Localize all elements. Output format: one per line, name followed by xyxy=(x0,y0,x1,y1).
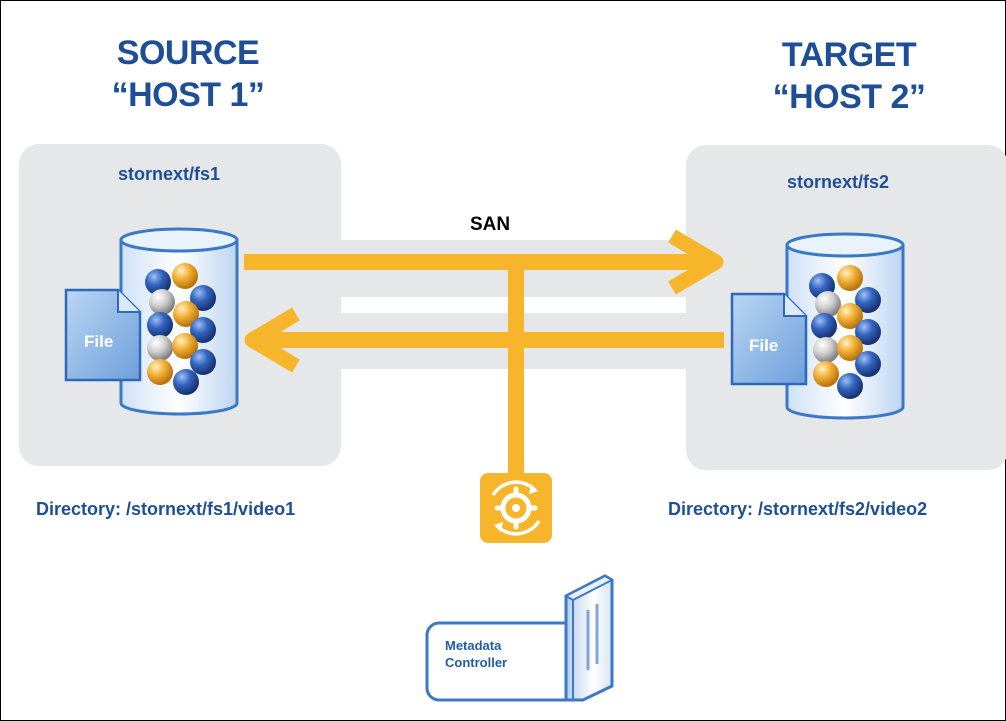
target-filesystem-label: stornext/fs2 xyxy=(787,172,890,192)
target-storage-cylinder xyxy=(785,232,905,420)
san-label: SAN xyxy=(470,214,511,235)
target-title-line2: “HOST 2” xyxy=(772,78,926,116)
source-file-icon xyxy=(64,288,142,382)
target-host-title: TARGET “HOST 2” xyxy=(744,34,954,118)
metadata-controller-line2: Controller xyxy=(445,655,508,670)
source-storage-cylinder xyxy=(119,227,239,416)
san-arrows xyxy=(244,229,724,480)
arrow-to-target xyxy=(244,229,724,295)
metadata-controller-label: Metadata Controller xyxy=(445,637,525,671)
source-title-line2: “HOST 1” xyxy=(111,76,265,114)
target-directory-label: Directory: /stornext/fs2/video2 xyxy=(668,499,928,519)
source-file-label: File xyxy=(84,332,114,351)
target-file-icon xyxy=(730,292,808,386)
source-host-title: SOURCE “HOST 1” xyxy=(88,32,288,116)
source-sphere-stack xyxy=(145,263,216,395)
arrow-to-source xyxy=(244,307,724,373)
source-title-line1: SOURCE xyxy=(116,34,260,72)
target-sphere-stack xyxy=(809,265,881,399)
metadata-controller-line1: Metadata xyxy=(445,638,502,653)
target-file-label: File xyxy=(749,336,779,355)
source-filesystem-label: stornext/fs1 xyxy=(118,164,221,184)
metadata-controller-icon xyxy=(425,574,615,702)
metadata-service-icon xyxy=(480,473,552,543)
source-directory-label: Directory: /stornext/fs1/video1 xyxy=(36,499,296,519)
target-title-line1: TARGET xyxy=(781,36,917,74)
